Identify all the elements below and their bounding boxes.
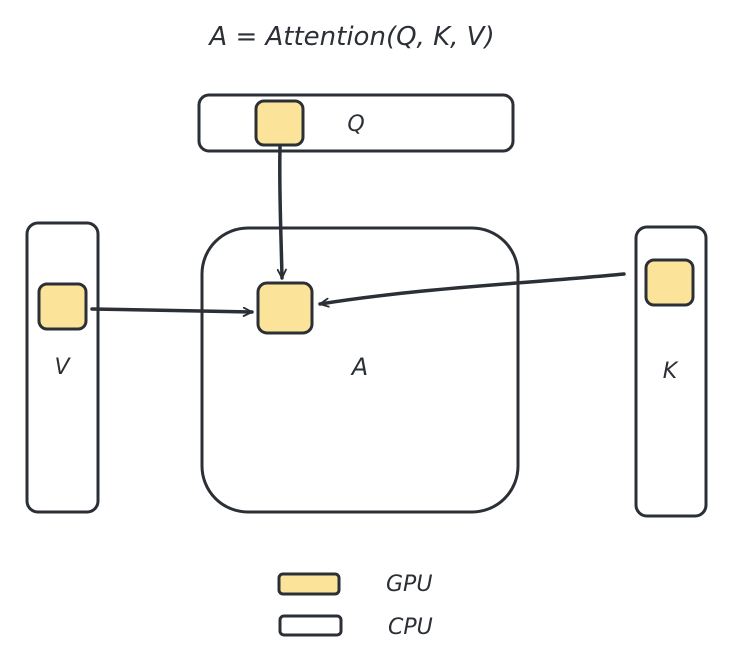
v-gpu-chunk [37, 282, 88, 331]
arrow-q-to-a [280, 145, 282, 280]
legend-gpu-swatch [277, 572, 341, 596]
legend: GPU CPU [277, 572, 433, 640]
a-block: A [200, 226, 520, 514]
k-block: K [634, 225, 708, 518]
a-gpu-chunk [256, 281, 314, 335]
v-block: V [25, 221, 100, 514]
a-label: A [350, 353, 368, 381]
arrow-v-to-a [90, 309, 254, 312]
k-label: K [663, 359, 679, 384]
legend-cpu-swatch [278, 614, 343, 637]
k-gpu-chunk [644, 258, 695, 307]
legend-cpu-label: CPU [388, 615, 433, 640]
q-gpu-chunk [254, 99, 305, 147]
q-label: Q [347, 112, 364, 137]
v-label: V [54, 355, 71, 380]
legend-gpu-label: GPU [386, 572, 432, 597]
formula-title: A = Attention(Q, K, V) [207, 22, 494, 52]
arrow-k-to-a [318, 272, 626, 304]
q-block: Q [197, 93, 515, 153]
